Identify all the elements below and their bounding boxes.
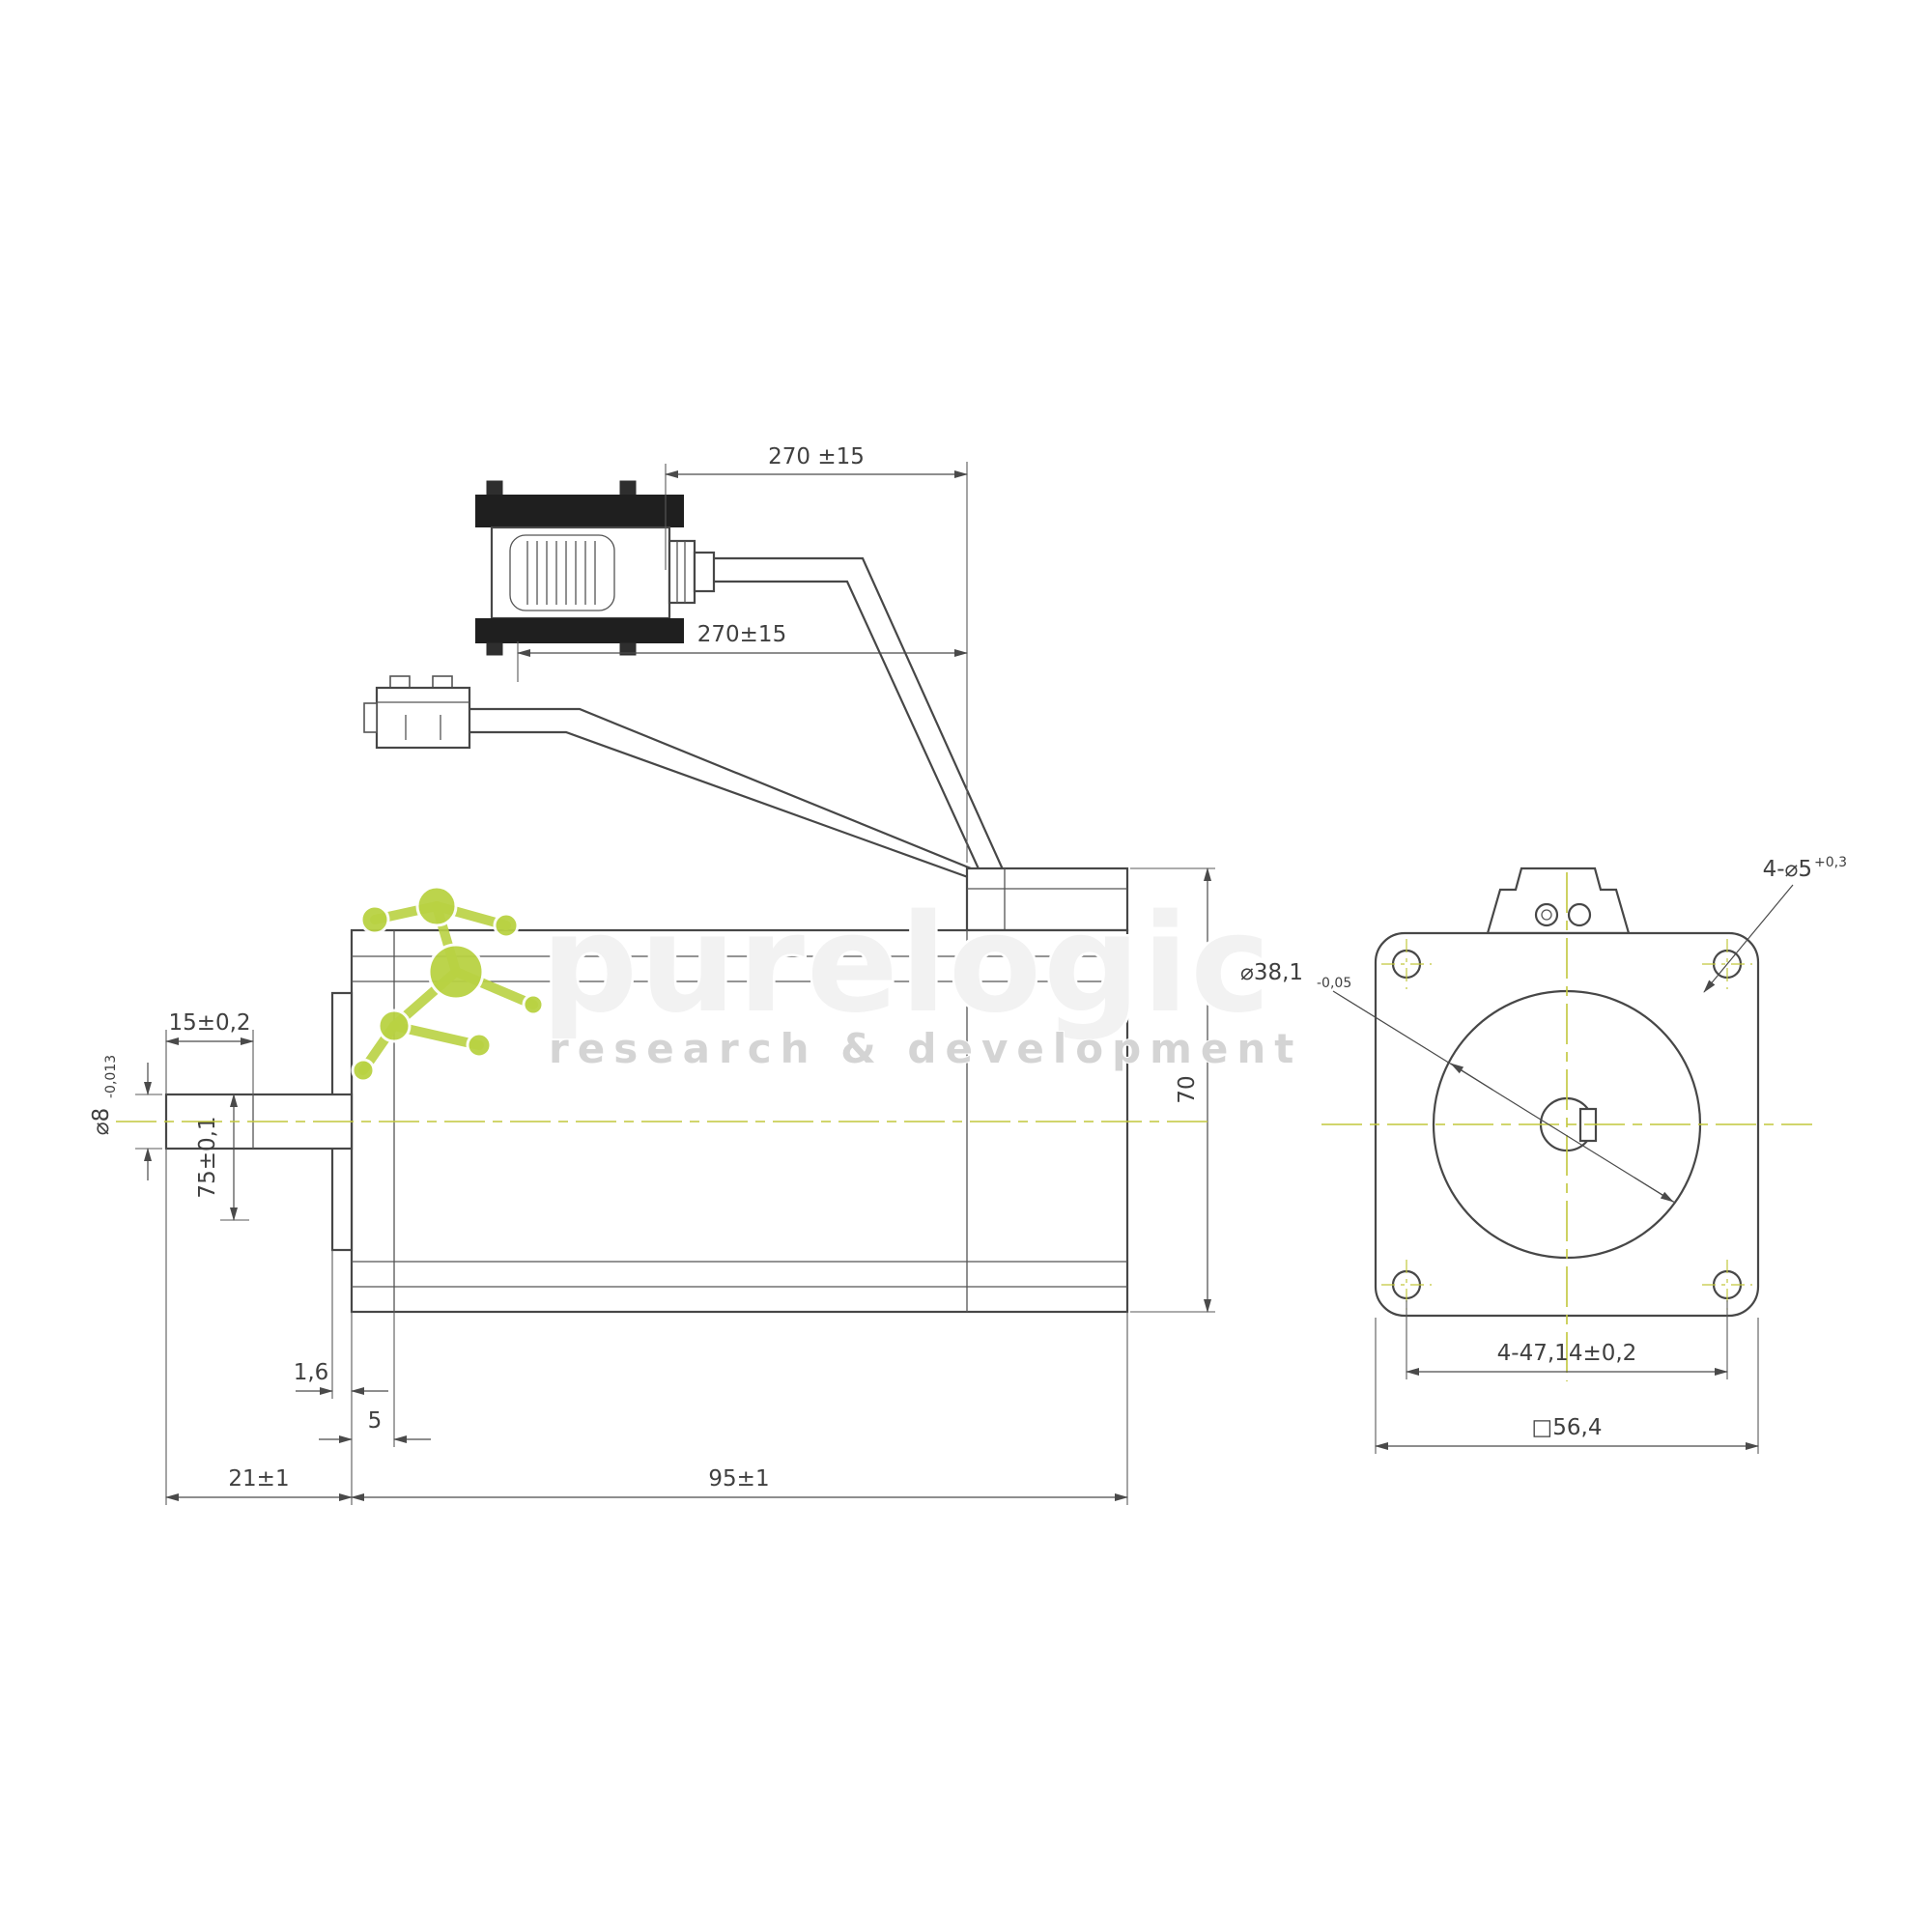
dim-mount-holes: 4-⌀5 [1763, 857, 1812, 882]
dim-flange-width: □56,4 [1532, 1415, 1603, 1440]
dim-height: 70 [1175, 1075, 1200, 1103]
logo-dot [522, 993, 545, 1016]
connector-body [375, 686, 471, 750]
front-view: 4-⌀5 +0,3 ⌀38,1 -0,05 4-47,14±0,2 □56,4 [1240, 855, 1847, 1454]
top-cable-housing [1486, 867, 1631, 935]
watermark-logo [351, 885, 545, 1083]
rear-cap-housing [965, 867, 1129, 932]
cable-gland-right [1567, 902, 1592, 927]
watermark-brand: purelogic [541, 886, 1272, 1043]
db9-boot [693, 551, 716, 593]
db9-grip-ridges [526, 541, 596, 605]
dim-body-len: 95±1 [708, 1466, 769, 1492]
logo-dot [415, 885, 458, 927]
dim-cable-bottom: 270±15 [697, 622, 786, 647]
side-view: 270 ±15 270±15 15±0,2 ⌀8 -0,013 75 [89, 444, 1215, 1505]
dim-mount-holes-tol: +0,3 [1814, 855, 1847, 870]
dim-shaft-dia: ⌀8 [89, 1108, 114, 1135]
logo-dot [427, 943, 485, 1001]
dim-shaft-len: 21±1 [228, 1466, 289, 1492]
logo-dot [351, 1058, 376, 1083]
front-view-dimensions: 4-⌀5 +0,3 ⌀38,1 -0,05 4-47,14±0,2 □56,4 [1240, 855, 1847, 1454]
side-view-dimensions: 270 ±15 270±15 15±0,2 ⌀8 -0,013 75 [89, 444, 1215, 1505]
connector-nub [363, 702, 378, 733]
dim-pilot-dia: ⌀38,1 [1240, 960, 1303, 985]
db9-connector [475, 480, 716, 656]
encoder-cable [469, 707, 977, 879]
db9-cable [714, 556, 1005, 876]
dim-pilot-step: 1,6 [294, 1360, 329, 1385]
dim-hole-spacing: 4-47,14±0,2 [1497, 1341, 1637, 1366]
watermark: purelogic research & development [351, 884, 1302, 1083]
logo-dot [359, 904, 390, 935]
dim-flange-face: 5 [368, 1408, 383, 1434]
dim-pilot-dia-tol: -0,05 [1317, 976, 1351, 991]
logo-dot [377, 1009, 412, 1043]
db9-top-shell [475, 495, 684, 527]
db9-body [490, 526, 671, 620]
db9-strain-relief [668, 539, 696, 605]
db9-bottom-shell [475, 618, 684, 643]
logo-dot [493, 912, 520, 939]
dim-shaft-dia-tol: -0,013 [103, 1055, 119, 1098]
dim-cable-top: 270 ±15 [768, 444, 865, 469]
watermark-tagline: research & development [549, 1025, 1302, 1072]
encoder-connector [363, 675, 471, 750]
dim-shaft-flat: 15±0,2 [168, 1010, 250, 1036]
db9-screw-post-left [486, 480, 503, 497]
logo-dot [466, 1032, 493, 1059]
cable-gland-left [1534, 902, 1559, 927]
dim-key: 75±0,1 [195, 1116, 220, 1198]
db9-screw-post-right [619, 480, 637, 497]
db9-grip [509, 534, 615, 611]
